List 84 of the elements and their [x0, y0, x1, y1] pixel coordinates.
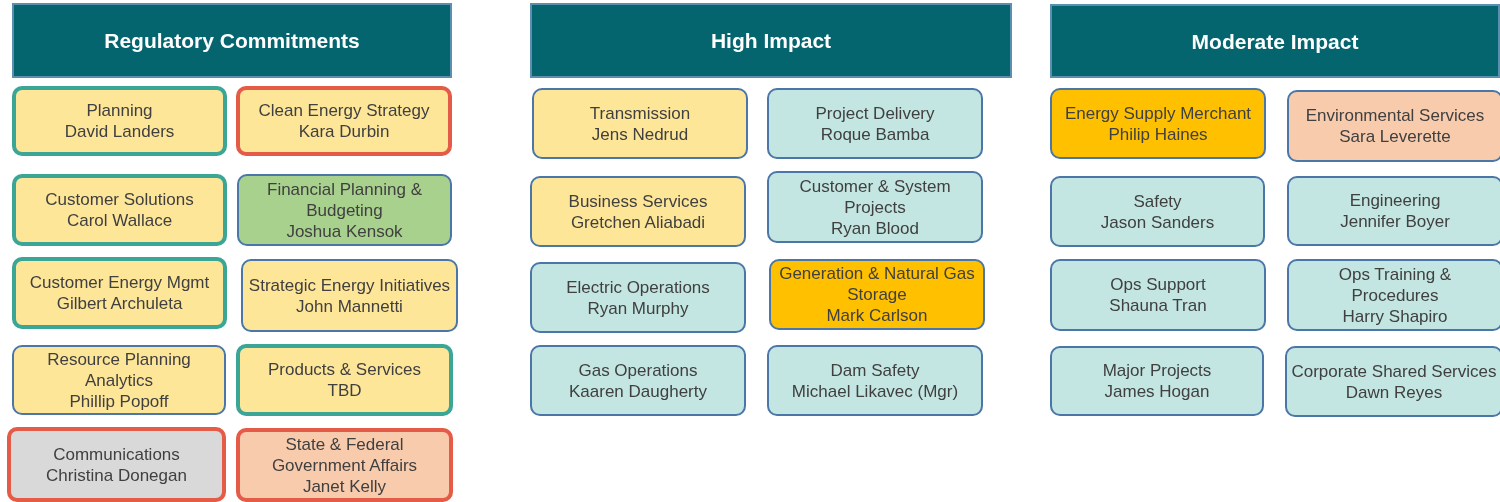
department-name: Engineering [1349, 190, 1441, 211]
manager-name: John Mannetti [296, 295, 403, 317]
manager-name: Dawn Reyes [1345, 381, 1443, 403]
department-name: Major Projects [1102, 360, 1212, 381]
department-name: Dam Safety [830, 359, 920, 381]
column-header [1050, 4, 1500, 78]
department-name: Ops Training & Procedures [1337, 263, 1453, 306]
manager-name: Harry Shapiro [1342, 305, 1448, 327]
department-box [767, 88, 983, 159]
department-name: Clean Energy Strategy [258, 100, 430, 121]
department-name: Environmental Services [1305, 105, 1485, 126]
department-box [767, 345, 983, 416]
department-box [1050, 346, 1264, 416]
department-name: Strategic Energy Initiatives [248, 274, 451, 296]
department-box [1287, 259, 1500, 331]
department-name: Customer & System Projects [798, 175, 952, 218]
manager-name: Jennifer Boyer [1340, 211, 1450, 232]
department-box [1285, 346, 1500, 417]
column-title: Regulatory Commitments [104, 30, 360, 51]
department-name: Energy Supply Merchant [1064, 102, 1252, 124]
department-name: Project Delivery [815, 102, 935, 124]
department-box [12, 257, 227, 329]
department-name: Customer Solutions [45, 189, 194, 210]
manager-name: Janet Kelly [302, 475, 387, 497]
department-box [236, 428, 453, 502]
department-name: Resource Planning Analytics [46, 348, 192, 391]
department-box [1287, 176, 1500, 246]
department-box [241, 259, 458, 332]
manager-name: Ryan Murphy [587, 297, 689, 319]
department-box [12, 86, 227, 156]
department-box [532, 88, 748, 159]
manager-name: Ryan Blood [831, 217, 919, 239]
manager-name: Philip Haines [1108, 123, 1208, 145]
manager-name: Kaaren Daugherty [569, 380, 707, 402]
department-name: Transmission [589, 102, 691, 124]
column-header [530, 3, 1012, 78]
manager-name: Carol Wallace [66, 210, 173, 231]
manager-name: Phillip Popoff [69, 390, 169, 412]
department-name: Electric Operations [566, 276, 710, 298]
column-title: High Impact [710, 30, 832, 51]
department-name: Customer Energy Mgmt [29, 272, 210, 293]
manager-name: Roque Bamba [820, 123, 930, 145]
department-box [530, 262, 746, 333]
manager-name: Christina Donegan [46, 464, 187, 486]
department-box [530, 176, 746, 247]
column-header [12, 3, 452, 78]
column-title: Moderate Impact [1191, 30, 1359, 52]
department-box [12, 345, 226, 415]
department-box [12, 174, 227, 246]
department-name: Ops Support [1110, 274, 1206, 295]
department-name: Generation & Natural Gas Storage [778, 263, 976, 305]
department-box [7, 427, 226, 502]
manager-name: James Hogan [1104, 381, 1210, 402]
department-box [1050, 88, 1266, 159]
department-name: Planning [86, 100, 153, 121]
manager-name: Gretchen Aliabadi [570, 211, 706, 233]
manager-name: Kara Durbin [298, 121, 390, 142]
department-box [1050, 176, 1265, 247]
manager-name: Michael Likavec (Mgr) [791, 380, 959, 402]
department-box [530, 345, 746, 416]
manager-name: Sara Leverette [1339, 126, 1451, 147]
department-name: Financial Planning & Budgeting [266, 178, 423, 221]
department-name: Business Services [568, 190, 708, 212]
department-box [236, 86, 452, 156]
manager-name: Joshua Kensok [286, 220, 403, 242]
department-box [767, 171, 983, 243]
department-name: Gas Operations [578, 359, 698, 381]
manager-name: Shauna Tran [1109, 295, 1207, 316]
manager-name: Jens Nedrud [591, 123, 689, 145]
manager-name: TBD [327, 380, 362, 401]
department-box [1050, 259, 1266, 331]
department-name: Corporate Shared Services [1291, 360, 1497, 382]
department-name: Communications [53, 443, 180, 465]
department-box [769, 259, 985, 330]
manager-name: Mark Carlson [826, 305, 928, 326]
department-name: Products & Services [267, 359, 422, 380]
department-name: State & Federal Government Affairs [270, 433, 419, 476]
department-box [1287, 90, 1500, 162]
manager-name: Gilbert Archuleta [56, 293, 183, 314]
department-name: Safety [1133, 190, 1182, 212]
department-box [237, 174, 452, 246]
manager-name: David Landers [64, 121, 175, 142]
manager-name: Jason Sanders [1100, 211, 1215, 233]
department-box [236, 344, 453, 416]
